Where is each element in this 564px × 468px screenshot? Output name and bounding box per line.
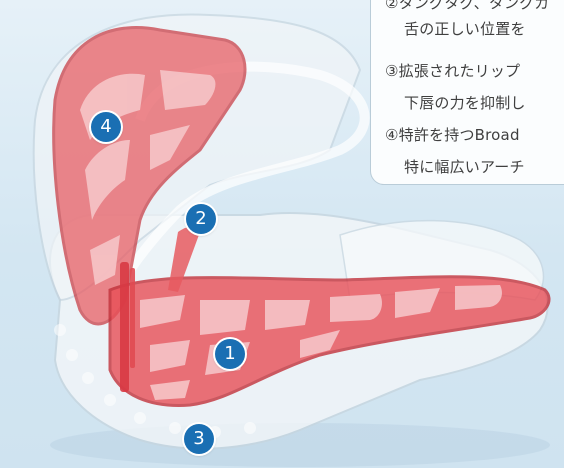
marker-2: 2 (186, 204, 216, 234)
red-strut-left (120, 262, 129, 392)
description-line-3b: 下唇の力を抑制し (404, 92, 526, 113)
red-strut-right (130, 268, 135, 368)
marker-1: 1 (215, 339, 245, 369)
description-line-4a: ④特許を持つBroad (385, 124, 520, 145)
description-line-2b: 舌の正しい位置を (404, 18, 526, 39)
description-line-4b: 特に幅広いアーチ (404, 156, 525, 177)
marker-4: 4 (91, 112, 121, 142)
description-line-2a: ②タングタグ、タングガ (385, 0, 550, 13)
marker-3: 3 (184, 424, 214, 454)
description-line-3a: ③拡張されたリップ (385, 60, 520, 81)
